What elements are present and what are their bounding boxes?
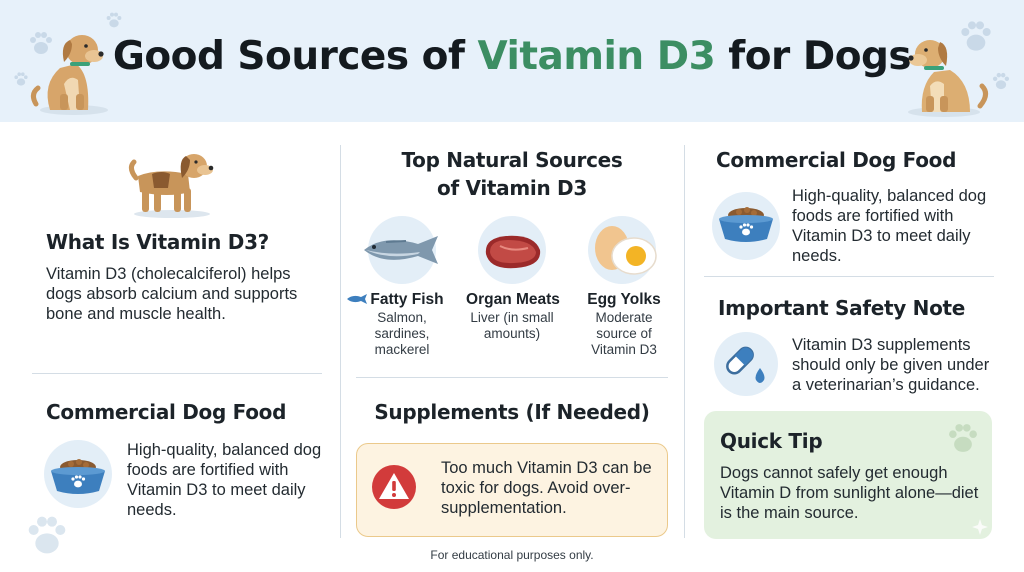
natural-sources-heading-line2: of Vitamin D3 [437, 176, 587, 200]
footnote: For educational purposes only. [430, 548, 594, 562]
header-banner: Good Sources of Vitamin D3 for Dogs [0, 0, 1024, 122]
capsule-icon [726, 346, 765, 383]
dog-bowl-icon [719, 207, 773, 242]
title-accent: Vitamin D3 [477, 34, 716, 79]
fish-icon [364, 236, 438, 264]
supplement-warning-box: Too much Vitamin D3 can be toxic for dog… [356, 443, 668, 537]
what-is-d3-heading: What Is Vitamin D3? [46, 230, 269, 254]
fish-marker-icon [347, 294, 367, 304]
quick-tip-text: Dogs cannot safely get enough Vitamin D … [720, 464, 979, 522]
quick-tip-box: Quick Tip Dogs cannot safely get enough … [704, 411, 992, 539]
paw-print-icon [28, 516, 66, 554]
commercial-food-text: High-quality, balanced dog foods are for… [127, 441, 322, 519]
source-name: Egg Yolks [587, 291, 661, 308]
supplements-heading: Supplements (If Needed) [374, 400, 650, 424]
quick-tip-heading: Quick Tip [720, 429, 823, 453]
paw-print-icon [106, 12, 122, 28]
page-title: Good Sources of Vitamin D3 for Dogs [112, 34, 912, 79]
source-description: Salmon, sardines, mackerel [374, 310, 430, 357]
section-divider [32, 373, 322, 374]
source-description: Moderate source of Vitamin D3 [591, 310, 657, 357]
commercial-food-text-right: High-quality, balanced dog foods are for… [792, 187, 987, 265]
source-description: Liver (in small amounts) [470, 310, 554, 341]
paw-print-icon [961, 21, 991, 51]
sitting-dog-right-illustration [908, 40, 988, 117]
safety-note-text: Vitamin D3 supplements should only be gi… [792, 336, 990, 394]
source-name: Organ Meats [466, 291, 560, 308]
natural-sources-heading-line1: Top Natural Sources [401, 148, 623, 172]
safety-note-heading: Important Safety Note [718, 296, 966, 320]
dog-bowl-icon [51, 459, 105, 494]
sparkle-icon [972, 519, 988, 535]
column-divider [340, 145, 341, 538]
column-divider [684, 145, 685, 538]
supplement-warning-text: Too much Vitamin D3 can be toxic for dog… [441, 459, 652, 517]
warning-icon [372, 465, 416, 509]
standing-dog-illustration [128, 154, 214, 218]
what-is-d3-text: Vitamin D3 (cholecalciferol) helps dogs … [46, 265, 298, 323]
section-divider [356, 377, 668, 378]
section-divider [704, 276, 994, 277]
commercial-food-heading: Commercial Dog Food [46, 400, 287, 424]
paw-print-icon [14, 72, 28, 86]
paw-print-icon [949, 424, 977, 452]
source-name: Fatty Fish [370, 291, 444, 308]
meat-icon [485, 235, 541, 269]
paw-print-icon [992, 72, 1010, 90]
paw-print-icon [30, 32, 52, 54]
sitting-dog-left-illustration [30, 35, 108, 115]
egg-icon [595, 226, 657, 275]
commercial-food-heading-right: Commercial Dog Food [716, 148, 957, 172]
